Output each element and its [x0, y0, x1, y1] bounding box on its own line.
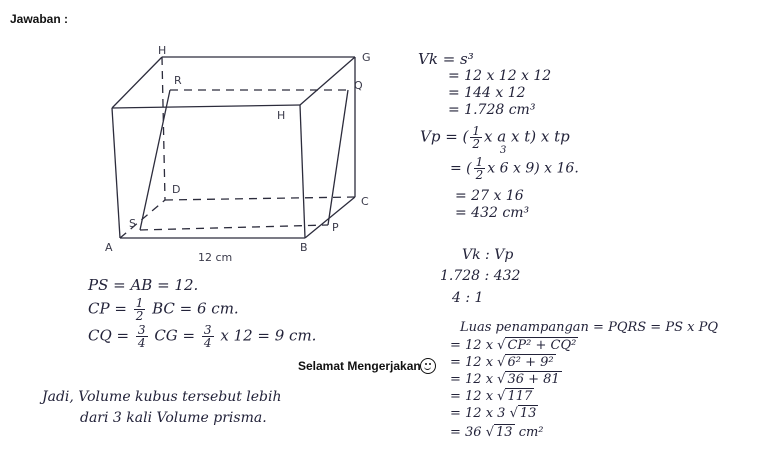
- answer-heading: Jawaban :: [10, 12, 69, 26]
- label-R: R: [174, 74, 182, 87]
- label-Q: Q: [354, 79, 363, 92]
- conclusion-line-1: Jadi, Volume kubus tersebut lebih: [42, 389, 282, 405]
- hidden-edge-D-C: [164, 196, 356, 201]
- closing-message: Selamat Mengerjakan: [298, 359, 421, 373]
- hidden-edge-top-D: [161, 56, 166, 201]
- vp-step-3: = 432 cm³: [455, 205, 530, 221]
- label-H-mid: H: [277, 109, 285, 122]
- edge-S-R: [139, 89, 171, 231]
- edge-EH: [111, 104, 301, 109]
- vp-step-1-mark: 3: [500, 145, 507, 156]
- label-G: G: [362, 51, 371, 64]
- edge-P-Q: [327, 89, 349, 226]
- label-D: D: [172, 183, 180, 196]
- luas-heading: Luas penampangan = PQRS = PS x PQ: [460, 320, 718, 335]
- edge-B-C: [304, 196, 356, 239]
- ps-line: PS = AB = 12.: [88, 276, 199, 294]
- edge-HB: [299, 104, 306, 239]
- luas-step-6: = 36 √13 cm²: [450, 424, 544, 440]
- luas-step-3: = 12 x √36 + 81: [450, 371, 562, 387]
- vp-step-2: = 27 x 16: [455, 188, 524, 204]
- vk-step-1: = 12 x 12 x 12: [448, 68, 552, 84]
- smiley-icon: [420, 358, 436, 374]
- vk-step-2: = 144 x 12: [448, 85, 526, 101]
- ratio-line-1: 1.728 : 432: [440, 268, 521, 284]
- cube-prism-diagram: H G E R Q H D C S P A B 12 cm: [105, 45, 371, 264]
- edge-E-top: [111, 56, 163, 109]
- edge-EA: [111, 107, 121, 239]
- vk-step-3: = 1.728 cm³: [448, 102, 536, 118]
- edge-H-G: [299, 56, 356, 106]
- label-B: B: [300, 241, 308, 254]
- ratio-heading: Vk : Vp: [462, 247, 514, 263]
- label-S: S: [129, 217, 136, 230]
- ratio-line-2: 4 : 1: [452, 290, 484, 306]
- luas-step-2: = 12 x √6² + 9²: [450, 354, 556, 370]
- luas-step-1: = 12 x √CP² + CQ²: [450, 337, 579, 353]
- label-C: C: [361, 195, 369, 208]
- label-H-top: H: [158, 45, 166, 57]
- label-A: A: [105, 241, 113, 254]
- label-P: P: [332, 221, 339, 234]
- hidden-edge-S-P: [139, 224, 329, 231]
- vk-formula: Vk = s³: [418, 50, 474, 68]
- luas-step-5: = 12 x 3 √13: [450, 405, 539, 421]
- luas-step-4: = 12 x √117: [450, 388, 535, 404]
- conclusion-line-2: dari 3 kali Volume prisma.: [80, 410, 267, 426]
- edge-length-label: 12 cm: [198, 251, 232, 264]
